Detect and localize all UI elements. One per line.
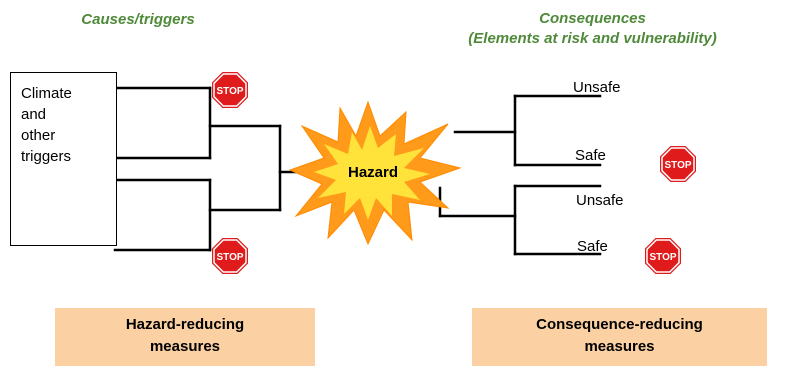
stop-sign-icon: STOP [660,146,696,182]
consequence-reducing-measures-box: Consequence-reducing measures [472,308,767,366]
stop-sign-icon: STOP [212,238,248,274]
stop-sign-icon: STOP [645,238,681,274]
triggers-box: Climate and other triggers [10,72,117,246]
outcome-safe-lower: Safe [577,238,608,255]
consequences-heading-line1: Consequences [539,10,646,27]
triggers-box-text: Climate and other triggers [21,83,116,167]
triggers-line: other [21,127,56,144]
consequence-measures-line1: Consequence-reducing [536,316,703,333]
hazard-measures-line1: Hazard-reducing [125,316,245,333]
stop-sign-text: STOP [216,86,243,97]
outcome-unsafe-lower: Unsafe [576,192,624,209]
consequence-measures-line2: measures [584,338,655,355]
hazard-label: Hazard [348,164,398,181]
triggers-line: and [21,106,47,123]
causes-heading: Causes/triggers [81,11,195,28]
stop-sign-text: STOP [664,160,691,171]
outcome-safe-upper: Safe [575,147,606,164]
stop-sign-text: STOP [216,252,243,263]
hazard-burst-inner [314,126,430,220]
triggers-line: Climate [21,85,72,102]
consequences-heading-line2: (Elements at risk and vulnerability) [468,30,717,47]
stop-sign-text: STOP [649,252,676,263]
consequences-heading: Consequences (Elements at risk and vulne… [400,9,785,49]
hazard-measures-line2: measures [149,338,221,355]
hazard-starburst: Hazard [288,100,462,246]
triggers-line: triggers [21,148,72,165]
stop-sign-icon: STOP [212,72,248,108]
outcome-unsafe-upper: Unsafe [573,79,621,96]
hazard-reducing-measures-box: Hazard-reducing measures [55,308,315,366]
